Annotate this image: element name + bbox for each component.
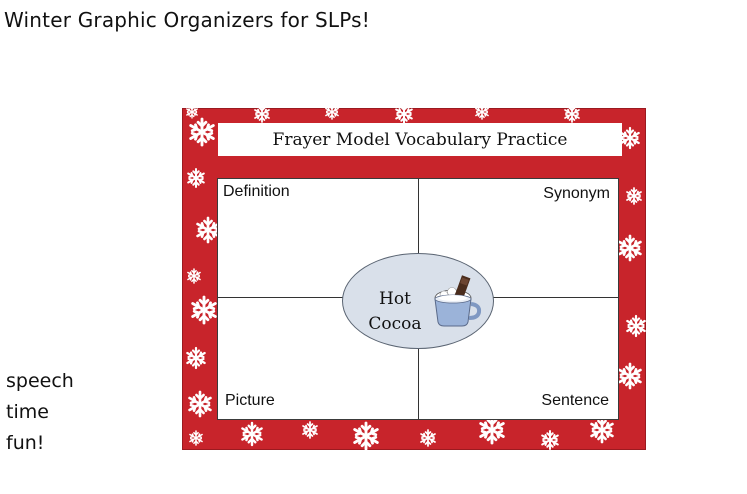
side-note-line: fun! <box>6 432 45 454</box>
quadrant-picture-label: Picture <box>225 392 275 409</box>
center-word-oval: Hot Cocoa <box>342 253 494 349</box>
quadrant-sentence-label: Sentence <box>541 392 609 409</box>
frayer-model-card: Frayer Model Vocabulary Practice Definit… <box>182 108 646 450</box>
side-note-line: time <box>6 401 49 423</box>
quadrant-definition-label: Definition <box>223 183 290 200</box>
side-note-line: speech <box>6 370 74 392</box>
page-heading: Winter Graphic Organizers for SLPs! <box>4 8 370 32</box>
frayer-grid: Definition Synonym Picture Sentence <box>217 178 619 420</box>
center-word-line: Cocoa <box>368 314 422 334</box>
quadrant-synonym-label: Synonym <box>543 185 610 202</box>
organizer-title: Frayer Model Vocabulary Practice <box>272 129 568 150</box>
side-note: speech time fun! <box>6 366 96 459</box>
hot-cocoa-mug-icon <box>434 275 482 327</box>
organizer-title-bar: Frayer Model Vocabulary Practice <box>218 123 622 156</box>
center-word-line: Hot <box>379 289 411 309</box>
